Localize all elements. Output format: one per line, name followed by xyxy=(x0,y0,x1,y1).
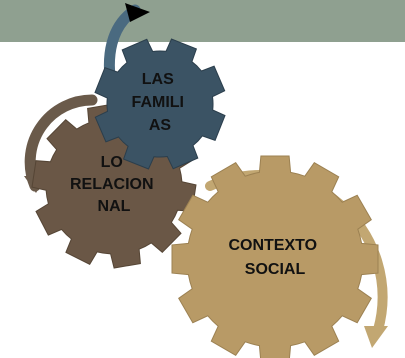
gear-icon xyxy=(171,155,379,358)
social-arrowhead xyxy=(364,326,388,348)
top-bar xyxy=(0,0,405,42)
label-line: LAS xyxy=(142,71,174,88)
label-line: AS xyxy=(149,117,172,134)
gear-social-label: CONTEXTO SOCIAL xyxy=(228,237,321,278)
label-line: CONTEXTO xyxy=(228,237,317,254)
label-line: FAMILI xyxy=(132,94,184,111)
gear-familias: LAS FAMILI AS xyxy=(94,38,226,170)
label-line: NAL xyxy=(98,198,131,215)
gear-relacional-label: LO RELACION NAL xyxy=(70,154,158,215)
familias-arrowhead xyxy=(125,3,150,22)
label-line: LO xyxy=(101,154,123,171)
relacional-cycle-arrow xyxy=(24,94,98,192)
label-line: SOCIAL xyxy=(245,261,306,278)
gear-familias-label: LAS FAMILI AS xyxy=(132,71,189,134)
gear-social: CONTEXTO SOCIAL xyxy=(171,155,379,358)
gear-icon xyxy=(94,38,226,170)
label-line: RELACION xyxy=(70,176,154,193)
